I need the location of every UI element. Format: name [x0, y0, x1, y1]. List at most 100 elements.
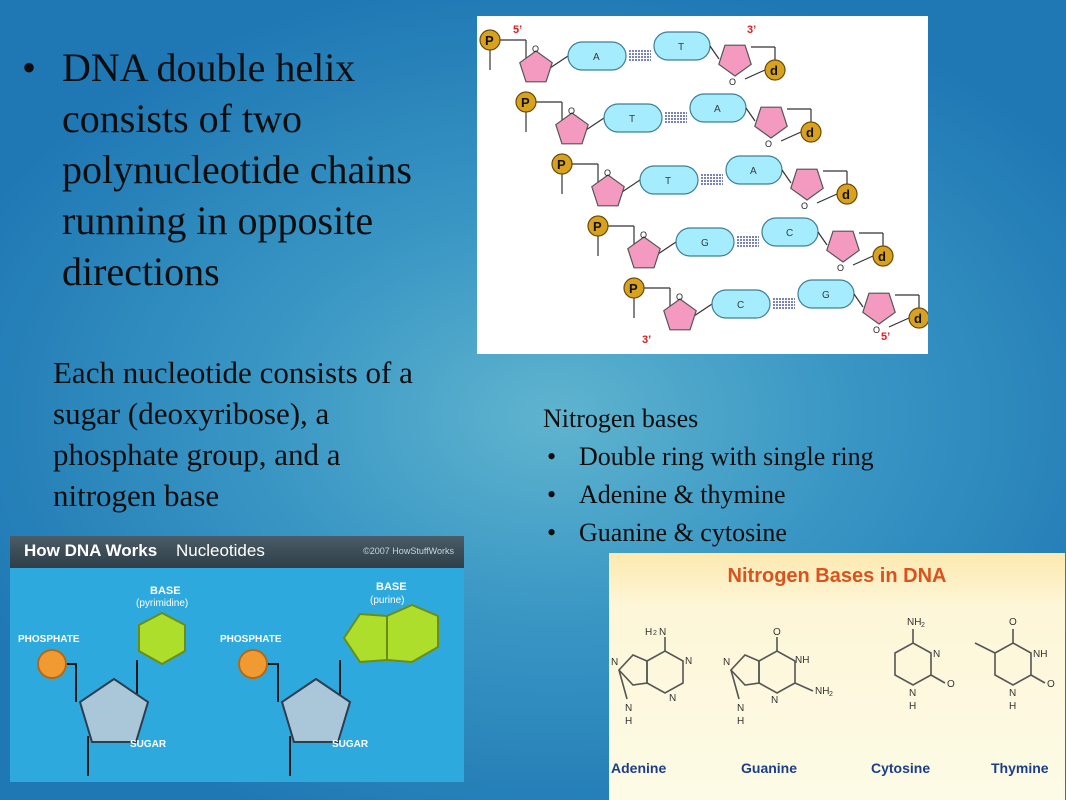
atom-label: NH — [907, 617, 921, 628]
backbone-link — [888, 317, 910, 328]
atom-label: O — [1047, 679, 1055, 690]
end-label-top-right: 3’ — [747, 24, 756, 36]
atom-label: N — [685, 656, 692, 667]
phosphate-circle — [587, 215, 609, 237]
nucleotides-subtitle: Nucleotides — [176, 541, 265, 560]
atom-label: O — [773, 627, 781, 638]
nitrogen-bases-heading: Nitrogen bases — [543, 404, 699, 433]
atom-label: O — [947, 679, 955, 690]
deoxy-circle — [800, 121, 822, 143]
oxygen-label: O — [801, 201, 808, 211]
phosphate-circle — [238, 649, 268, 679]
list-item: •Adenine & thymine — [543, 476, 963, 514]
atom-label: 2 — [921, 622, 925, 629]
phosphate-letter: P — [485, 33, 494, 48]
atom-label: H — [1009, 701, 1016, 712]
deoxy-circle — [836, 183, 858, 205]
atom-label: H — [625, 716, 632, 727]
list-item: •Double ring with single ring — [543, 438, 963, 476]
deoxy-letter: d — [914, 311, 922, 326]
base-type-label: (pyrimidine) — [136, 598, 188, 609]
oxygen-label: O — [873, 325, 880, 335]
deoxy-letter: d — [878, 249, 886, 264]
bullet-glyph: • — [547, 480, 557, 509]
atom-label: N — [723, 657, 730, 668]
atom-label: N — [611, 657, 618, 668]
base-label: BASE — [376, 581, 407, 593]
base-letter: C — [786, 228, 793, 239]
base-letter: T — [629, 114, 635, 125]
phosphate-letter: P — [557, 157, 566, 172]
backbone-link — [585, 117, 605, 131]
how-dna-works-title: How DNA Works — [24, 541, 158, 560]
phosphate-circle — [623, 277, 645, 299]
atom-label: H — [909, 701, 916, 712]
adenine-five-ring — [617, 654, 648, 686]
base-capsule — [603, 103, 663, 133]
nucleotides-svg: BASE (pyrimidine) PHOSPHATE SUGAR BASE (… — [18, 581, 439, 776]
base-letter: C — [737, 300, 744, 311]
phosphate-label: PHOSPHATE — [18, 634, 80, 645]
purine-six-ring — [386, 603, 439, 664]
base-type-label: (purine) — [370, 595, 404, 606]
oxygen-label: O — [604, 168, 611, 178]
base-capsule — [675, 227, 735, 257]
atom-label: 2 — [653, 630, 657, 637]
backbone-link — [744, 69, 766, 80]
how-dna-works-figure: How DNA Works Nucleotides ©2007 HowStuff… — [10, 536, 464, 782]
atom-label: NH — [1033, 649, 1047, 660]
phosphate-letter: P — [521, 95, 530, 110]
oxygen-label: O — [568, 106, 575, 116]
base-capsule — [639, 165, 699, 195]
cytosine-ring — [894, 642, 932, 686]
backbone-link — [781, 169, 792, 184]
atom-label: NH — [795, 655, 809, 666]
backbone-link — [709, 45, 720, 60]
sugar-pentagon — [754, 106, 788, 139]
sugar-pentagon — [280, 677, 352, 743]
phosphate-letter: P — [593, 219, 602, 234]
bullet-glyph: • — [22, 45, 37, 90]
atom-label: H — [645, 627, 652, 638]
phosphate-circle — [37, 649, 67, 679]
adenine-six-ring — [646, 650, 684, 694]
sugar-pentagon — [78, 677, 150, 743]
nucleotide-description: Each nucleotide consists of a sugar (deo… — [53, 355, 413, 513]
sugar-pentagon — [519, 50, 553, 83]
copyright-text: ©2007 HowStuffWorks — [363, 546, 454, 556]
backbone-link — [817, 231, 828, 246]
nitrogen-bases-list: Nitrogen bases •Double ring with single … — [543, 400, 963, 552]
main-bullet-text: DNA double helix consists of two polynuc… — [62, 45, 412, 294]
base-label: BASE — [150, 585, 181, 597]
backbone-link — [693, 303, 713, 317]
oxygen-label: O — [729, 77, 736, 87]
thymine-ring — [994, 642, 1032, 686]
nitrogen-bases-figure: Nitrogen Bases in DNA H 2 — [609, 553, 1065, 800]
sugar-pentagon — [627, 236, 661, 269]
pyrimidine-hexagon — [138, 611, 186, 666]
atom-label: 2 — [829, 691, 833, 698]
oxygen-label: O — [676, 292, 683, 302]
backbone-link — [816, 193, 838, 204]
guanine-five-ring — [729, 654, 760, 686]
atom-label: N — [659, 627, 666, 638]
base-letter: T — [678, 42, 684, 53]
backbone-link — [780, 131, 802, 142]
adenine-label: Adenine — [611, 760, 666, 776]
bullet-glyph: • — [547, 442, 557, 471]
atom-label: N — [771, 695, 778, 706]
deoxy-letter: d — [806, 125, 814, 140]
backbone-link — [657, 241, 677, 255]
sugar-pentagon — [790, 168, 824, 201]
sugar-pentagon — [663, 298, 697, 331]
backbone-link — [549, 55, 569, 69]
main-bullet: • DNA double helix consists of two polyn… — [22, 42, 442, 297]
oxygen-label: O — [837, 263, 844, 273]
bullet-glyph: • — [547, 518, 557, 547]
sugar-pentagon — [718, 44, 752, 77]
phosphate-circle — [551, 153, 573, 175]
deoxy-letter: d — [770, 63, 778, 78]
backbone-link — [745, 107, 756, 122]
atom-label: N — [1009, 688, 1016, 699]
end-label-bottom-left: 3’ — [642, 334, 651, 346]
